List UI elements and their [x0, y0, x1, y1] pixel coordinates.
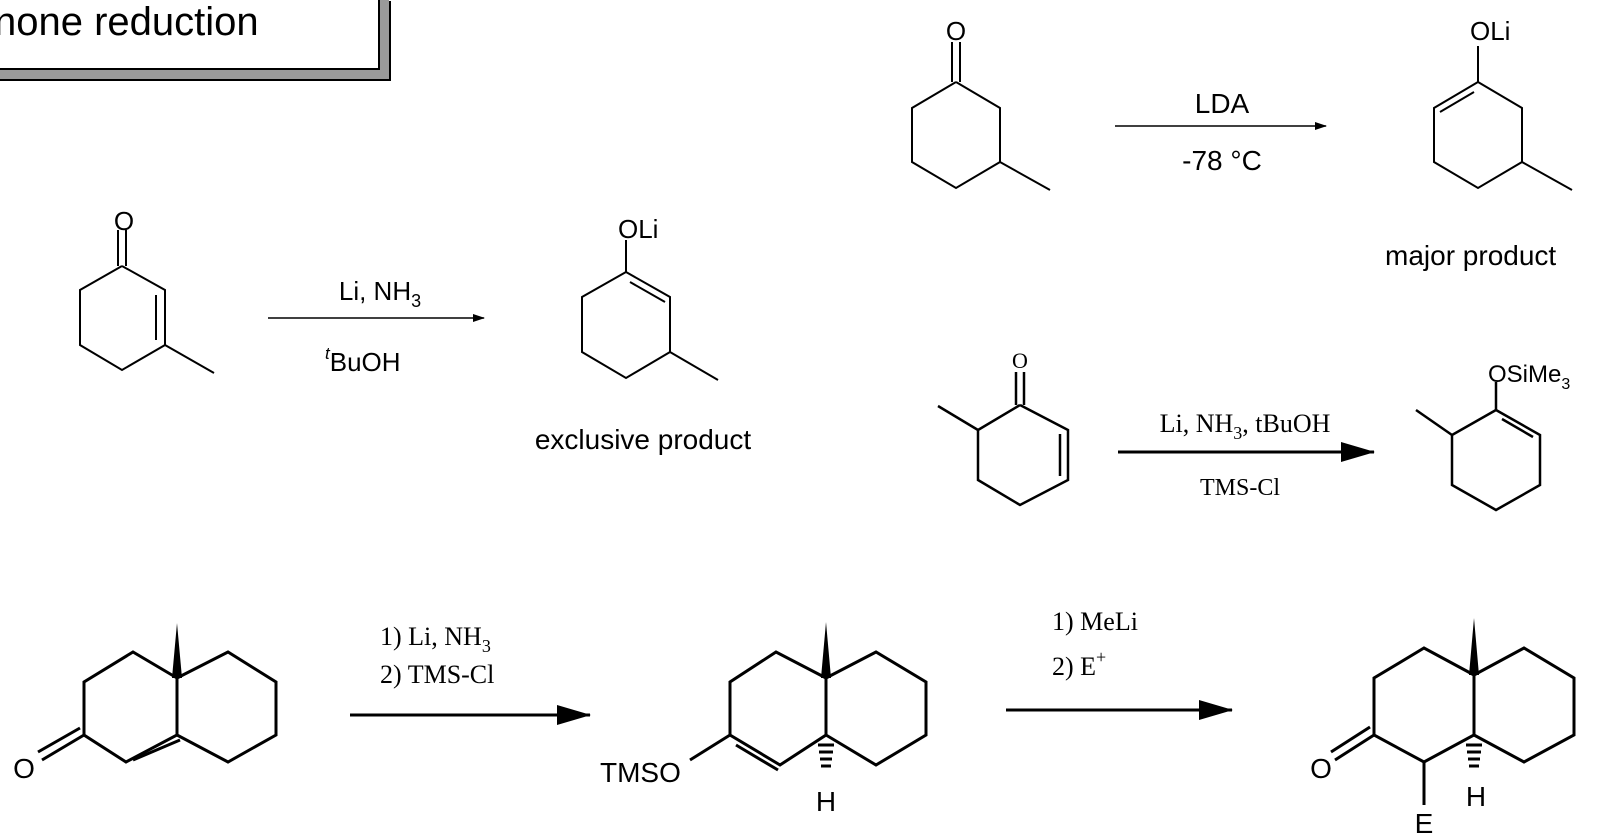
reagent-tms-cl: TMS-Cl [1200, 475, 1280, 501]
product-alkylated-decalone [1330, 618, 1576, 805]
step1-reagent-line2: 2) TMS-Cl [380, 660, 494, 689]
enolate-oli-label-2: OLi [1470, 16, 1510, 46]
reactant-6-methylcyclohexenone [937, 372, 1070, 507]
reactant-octalone [37, 623, 278, 764]
electrophile-e-label: E [1415, 808, 1434, 833]
reagent-temperature: -78 °C [1182, 145, 1262, 176]
ring-fusion-h-label-1: H [816, 786, 836, 817]
product-lithium-enolate-2 [1433, 46, 1573, 191]
carbonyl-o-label-3: O [1012, 348, 1028, 373]
reagent-tbuoh-main: BuOH [330, 347, 401, 377]
tmso-label: TMSO [600, 757, 681, 788]
reagent-lda: LDA [1195, 88, 1250, 119]
carbonyl-o-label-4: O [13, 753, 35, 784]
reagent-li-nh3-tbuoh-rest: , tBuOH [1242, 409, 1330, 438]
reagent-li-nh3-tbuoh-subscript: 3 [1233, 423, 1242, 443]
reactant-3-methylcyclohexanone [911, 42, 1051, 191]
exclusive-product-caption: exclusive product [535, 424, 752, 455]
silyl-ether-label: OSiMe3 [1488, 361, 1570, 393]
silyl-ether-label-subscript: 3 [1561, 376, 1570, 393]
reagent-tbuoh: tBuOH [325, 344, 401, 377]
section-title: none reduction [0, 0, 259, 44]
step1-reagent-line1-main: 1) Li, NH [380, 622, 482, 651]
carbonyl-o-label-2: O [946, 16, 966, 46]
reagent-li-nh3: Li, NH3 [339, 276, 421, 311]
step1-reagent-line1: 1) Li, NH3 [380, 622, 491, 656]
step2-reagent-line2-main: 2) E [1052, 652, 1096, 681]
enolate-oli-label-1: OLi [618, 214, 658, 244]
carbonyl-o-label-5: O [1310, 753, 1332, 784]
reagent-li-nh3-subscript: 3 [411, 291, 421, 311]
major-product-caption: major product [1385, 240, 1556, 271]
reagent-li-nh3-tbuoh-main: Li, NH [1160, 409, 1234, 438]
carbonyl-o-label: O [114, 206, 134, 236]
intermediate-silyl-enol-decalin [689, 622, 928, 772]
product-lithium-enolate-1 [581, 240, 719, 381]
section-title-box: none reduction [0, 0, 380, 70]
product-silyl-enol-ether [1415, 382, 1542, 512]
reagent-li-nh3-tbuoh: Li, NH3, tBuOH [1160, 409, 1331, 443]
step2-reagent-line1: 1) MeLi [1052, 607, 1138, 636]
reagent-li-nh3-main: Li, NH [339, 276, 411, 306]
ring-fusion-h-label-2: H [1466, 781, 1486, 812]
reagent-tbuoh-superscript: t [325, 344, 331, 363]
step1-reagent-line1-subscript: 3 [482, 636, 491, 656]
step2-reagent-line2: 2) E+ [1052, 647, 1106, 681]
reactant-3-methylcyclohexenone [79, 230, 215, 374]
step2-reagent-line2-superscript: + [1096, 647, 1106, 667]
silyl-ether-label-main: OSiMe [1488, 361, 1561, 388]
